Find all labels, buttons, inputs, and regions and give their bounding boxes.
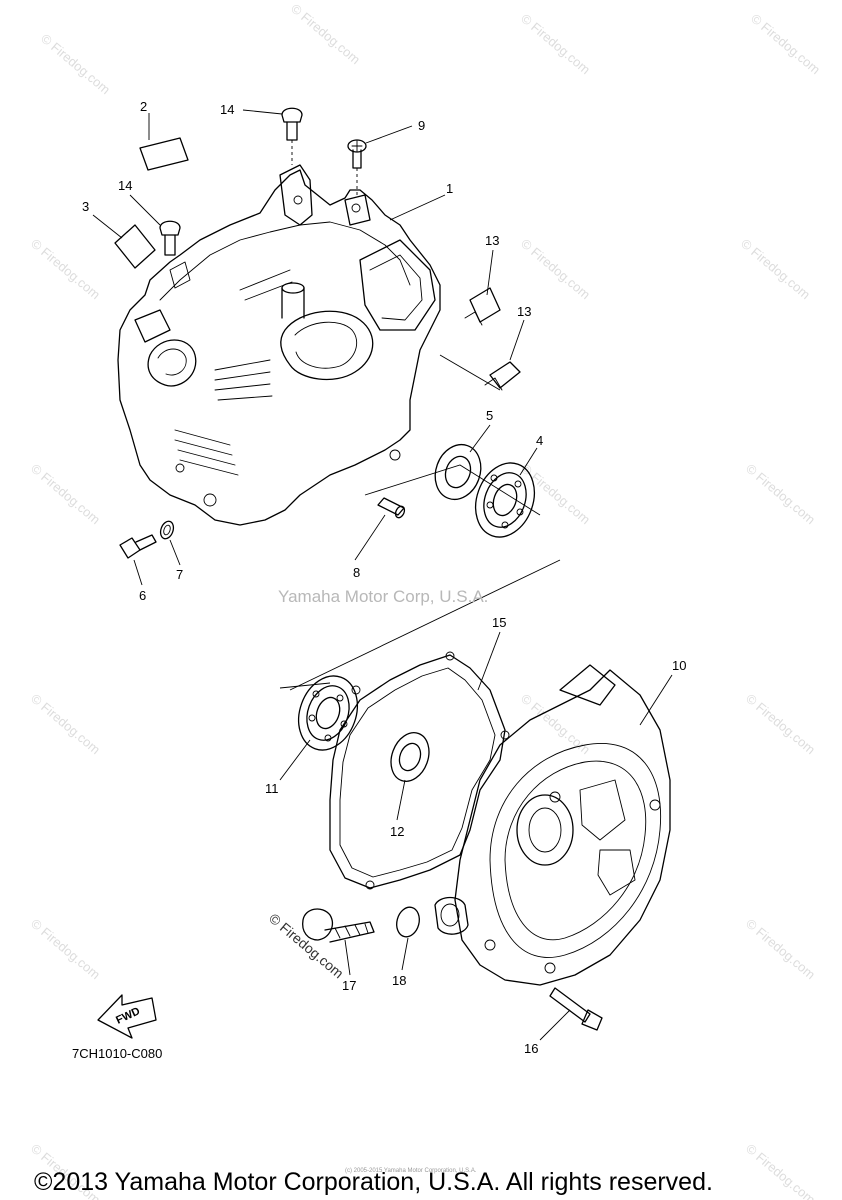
bolt-16 — [549, 987, 603, 1031]
callout-7: 7 — [176, 567, 183, 582]
callout-5: 5 — [486, 408, 493, 423]
label-plate-2 — [139, 137, 189, 171]
fwd-arrow-icon: FWD — [97, 994, 157, 1039]
firedog-watermark: © Firedog.com — [28, 916, 103, 982]
callout-16: 16 — [524, 1041, 538, 1056]
callout-14-top: 14 — [220, 102, 234, 117]
firedog-watermark: © Firedog.com — [743, 461, 818, 527]
callout-15: 15 — [492, 615, 506, 630]
callout-3: 3 — [82, 199, 89, 214]
firedog-watermark: © Firedog.com — [743, 691, 818, 757]
firedog-watermark: © Firedog.com — [743, 1141, 818, 1200]
firedog-inline-watermark: © Firedog.com — [266, 910, 347, 981]
callout-4: 4 — [536, 433, 543, 448]
callout-1: 1 — [446, 181, 453, 196]
copyright-notice: ©2013 Yamaha Motor Corporation, U.S.A. A… — [34, 1168, 713, 1196]
washer-7 — [159, 520, 175, 540]
screw-14-top — [281, 107, 303, 165]
firedog-watermark: © Firedog.com — [28, 236, 103, 302]
firedog-watermark: © Firedog.com — [518, 691, 593, 757]
bolt-9 — [347, 139, 367, 195]
firedog-watermark: © Firedog.com — [748, 11, 823, 77]
crankcase-upper — [117, 164, 441, 526]
callout-18: 18 — [392, 973, 406, 988]
firedog-watermark: © Firedog.com — [518, 11, 593, 77]
crankcase-cover-10 — [434, 664, 671, 986]
callout-10: 10 — [672, 658, 686, 673]
callout-2: 2 — [140, 99, 147, 114]
firedog-watermark: © Firedog.com — [288, 1, 363, 67]
bearing-11 — [298, 675, 358, 751]
callout-17: 17 — [342, 978, 356, 993]
callout-9: 9 — [418, 118, 425, 133]
label-plate-3 — [114, 224, 156, 269]
gasket-15 — [329, 651, 510, 890]
firedog-watermark: © Firedog.com — [743, 916, 818, 982]
firedog-watermark: © Firedog.com — [28, 691, 103, 757]
oil-seal-12 — [390, 732, 430, 782]
oil-seal-5 — [434, 443, 482, 501]
dowel-pin-8 — [377, 497, 406, 519]
dipstick-17 — [302, 908, 375, 943]
dowel-13-upper — [464, 287, 501, 326]
leader-lines — [92, 109, 673, 1041]
callout-14-left: 14 — [118, 178, 132, 193]
screw-14-left — [159, 220, 181, 256]
fwd-label: FWD — [114, 1005, 142, 1026]
callout-12: 12 — [390, 824, 404, 839]
yamaha-watermark: Yamaha Motor Corp, U.S.A. — [278, 587, 488, 606]
small-notice: (c) 2005-2015 Yamaha Motor Corporation, … — [345, 1168, 477, 1174]
bolt-6 — [119, 534, 157, 559]
callout-labels: 1 2 3 4 5 6 7 8 9 10 11 12 13 13 14 14 1… — [82, 99, 686, 1056]
callout-8: 8 — [353, 565, 360, 580]
firedog-watermark: © Firedog.com — [738, 236, 813, 302]
o-ring-18 — [396, 906, 420, 938]
firedog-watermark: © Firedog.com — [518, 461, 593, 527]
firedog-watermark: © Firedog.com — [518, 236, 593, 302]
diagram-code: 7CH1010-C080 — [72, 1046, 162, 1061]
callout-6: 6 — [139, 588, 146, 603]
callout-13-lower: 13 — [517, 304, 531, 319]
firedog-watermark: © Firedog.com — [28, 461, 103, 527]
firedog-watermark: © Firedog.com — [38, 31, 113, 97]
dowel-13-lower — [484, 361, 521, 391]
callout-13-upper: 13 — [485, 233, 499, 248]
callout-11: 11 — [265, 781, 279, 796]
